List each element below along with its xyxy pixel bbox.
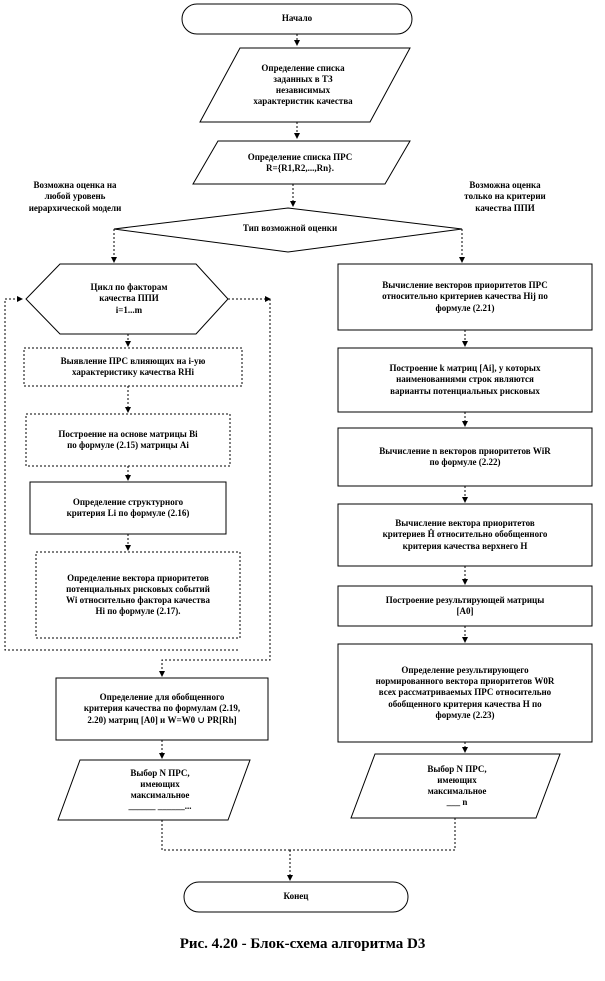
right-step-1-label: Вычисление векторов приоритетов ПРС отно…: [382, 280, 548, 313]
right-step-6-label: Определение результирующего нормированно…: [375, 664, 555, 720]
loop-label: Цикл по факторам качества ППИ i=1...m: [90, 282, 168, 315]
right-step-4-label: Вычисление вектора приоритетов критериев…: [382, 518, 548, 551]
decision-label: Тип возможной оценки: [242, 223, 338, 234]
right-branch-note: Возможна оценка только на критерии качес…: [464, 180, 546, 213]
decision-shape: [113, 207, 463, 253]
spec-input-shape: [199, 47, 411, 123]
end-terminal: [183, 881, 409, 913]
left-output-label: Выбор N ПРС, имеющих максимальное ______…: [128, 767, 192, 812]
left-step-2: [25, 413, 231, 467]
right-output-shape: [350, 753, 561, 819]
left-final-label: Определение для обобщенного критерия кач…: [83, 692, 241, 725]
left-step-1: [23, 347, 243, 387]
left-step-3-label: Определение структурного критерия Li по …: [66, 496, 190, 518]
right-step-3-label: Вычисление n векторов приоритетов WiR по…: [379, 445, 551, 467]
left-branch-note: Возможна оценка на любой уровень иерархи…: [28, 180, 122, 213]
edge: [290, 818, 456, 851]
left-step-2-label: Построение на основе матрицы Bi по форму…: [58, 428, 198, 450]
edge: [161, 820, 290, 851]
left-output-shape: [57, 759, 251, 821]
right-step-2-label: Построение k матриц [Ai], у которых наим…: [389, 363, 541, 396]
right-step-2: [337, 347, 593, 413]
left-step-4: [35, 551, 241, 639]
right-step-5: [337, 585, 593, 627]
right-output-label: Выбор N ПРС, имеющих максимальное ___ n: [427, 763, 487, 808]
right-step-6: [337, 643, 593, 743]
start-label: Начало: [281, 13, 313, 24]
left-step-4-label: Определение вектора приоритетов потенциа…: [65, 572, 211, 617]
prs-list-shape: [192, 140, 411, 185]
right-step-4: [337, 503, 593, 567]
left-final-step: [55, 677, 269, 741]
figure-caption: Рис. 4.20 - Блок-схема алгоритма D3: [179, 936, 426, 952]
loop-exit-edge: [159, 299, 271, 677]
end-label: Конец: [283, 891, 309, 902]
left-step-1-label: Выявление ПРС влияющих на i-ую характери…: [60, 355, 206, 377]
right-step-1: [337, 263, 593, 331]
right-step-3: [337, 427, 593, 487]
prs-list-label: Определение списка ПРС R={R1,R2,...,Rn}.: [247, 151, 353, 173]
loop-back-edge: [4, 296, 238, 651]
spec-label: Определение списка заданных в ТЗ независ…: [253, 62, 353, 107]
left-step-3: [29, 481, 227, 535]
loop-shape: [25, 263, 229, 335]
right-step-5-label: Построение результирующей матрицы [A0]: [385, 594, 545, 616]
